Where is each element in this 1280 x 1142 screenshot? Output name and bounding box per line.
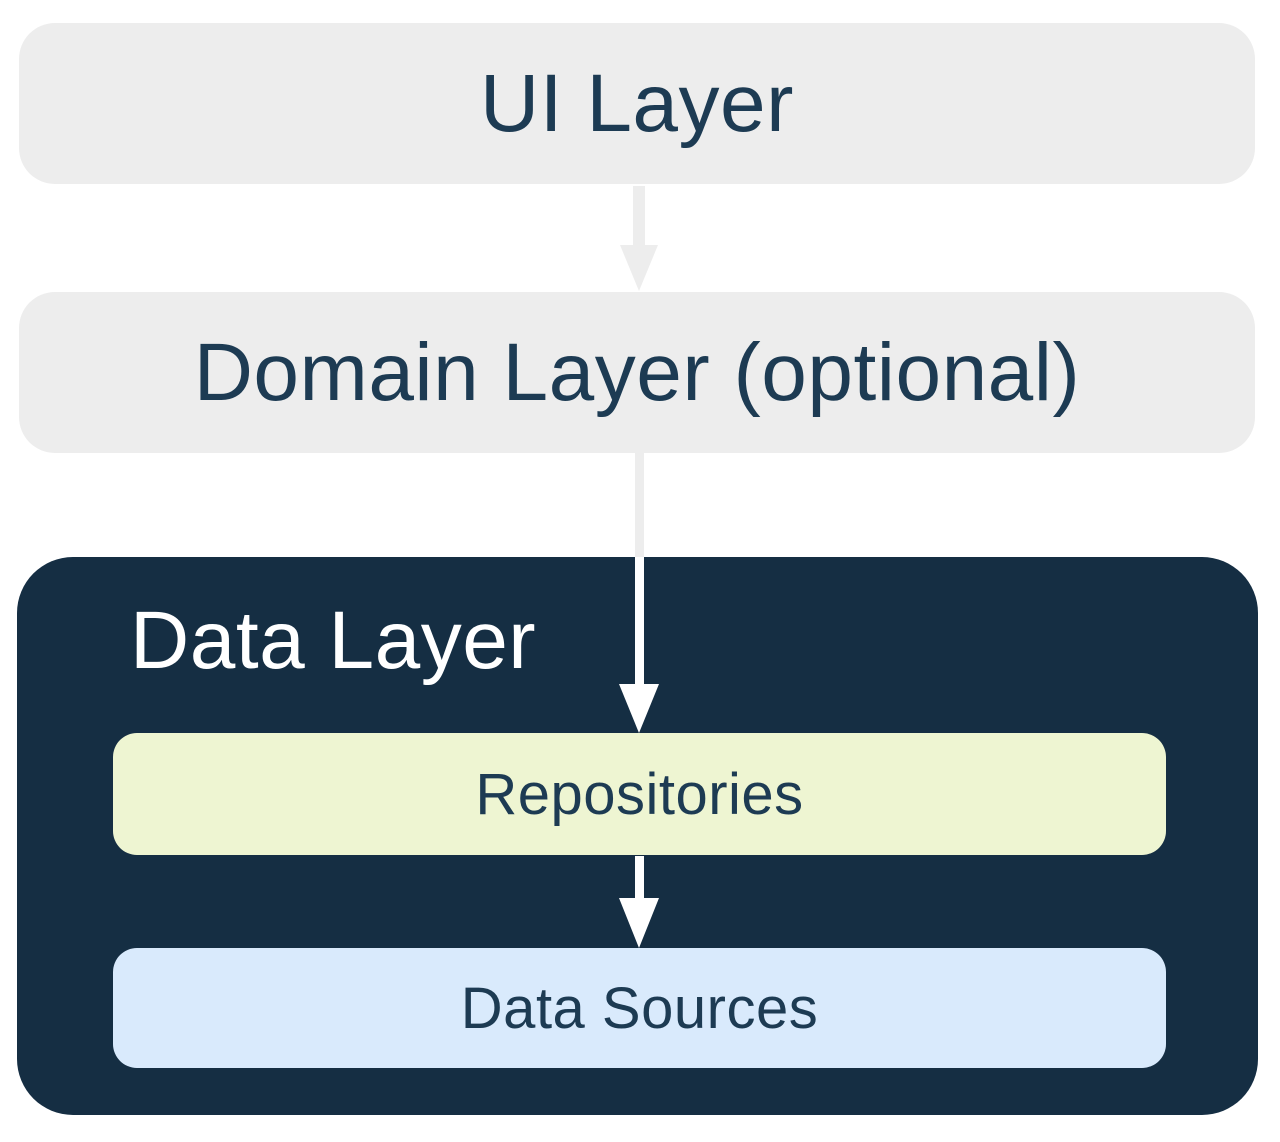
ui-layer-box: UI Layer xyxy=(19,23,1255,184)
data-layer-label: Data Layer xyxy=(130,595,537,686)
domain-layer-label: Domain Layer (optional) xyxy=(193,326,1081,418)
arrow-ui-to-domain-stem xyxy=(633,186,645,245)
data-sources-box: Data Sources xyxy=(113,948,1166,1068)
data-sources-label: Data Sources xyxy=(460,975,819,1041)
arrow-repositories-to-data-sources-stem xyxy=(635,856,644,899)
arrow-domain-to-repositories-head xyxy=(619,684,659,733)
repositories-box: Repositories xyxy=(113,733,1166,855)
repositories-label: Repositories xyxy=(475,761,804,827)
arrow-repositories-to-data-sources-head xyxy=(619,898,659,948)
ui-layer-label: UI Layer xyxy=(480,57,794,149)
arrow-ui-to-domain-head xyxy=(620,245,658,291)
arrow-domain-to-repositories-stem-lower xyxy=(635,557,644,685)
arrow-domain-to-repositories-stem-upper xyxy=(635,453,644,557)
domain-layer-box: Domain Layer (optional) xyxy=(19,292,1255,453)
